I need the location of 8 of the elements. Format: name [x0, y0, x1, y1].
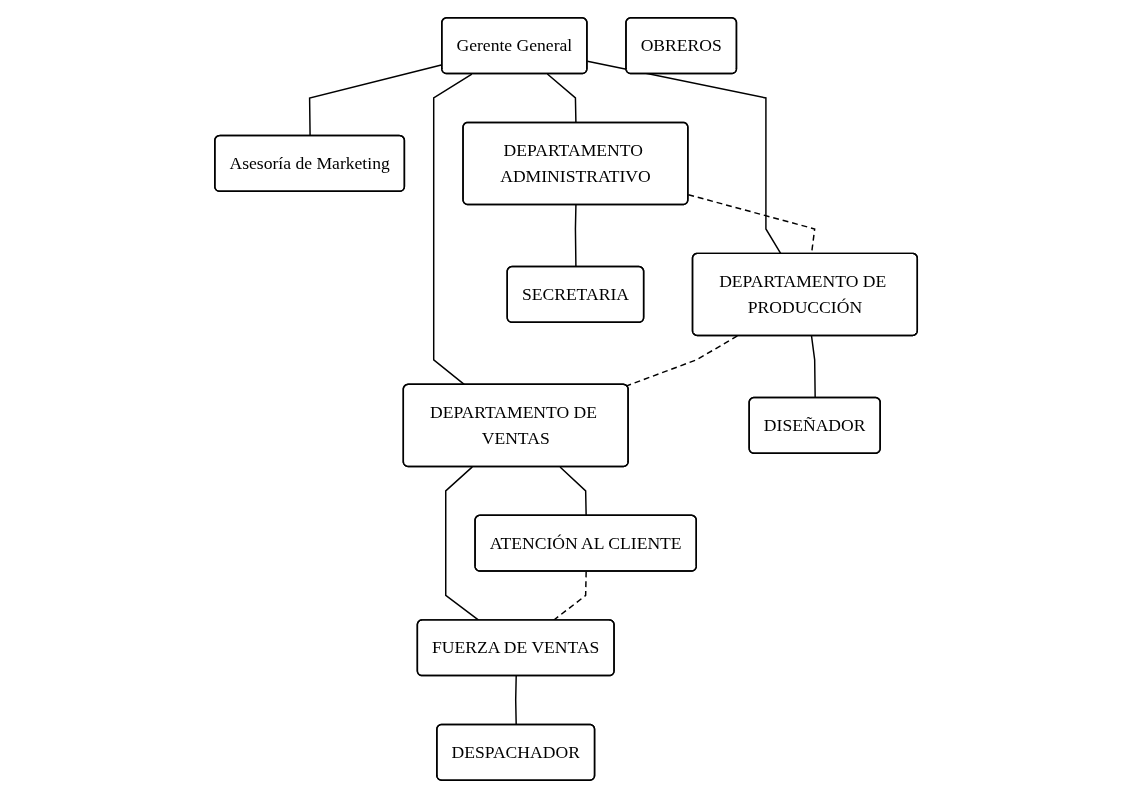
connector [514, 675, 517, 726]
connector [810, 335, 816, 399]
connector [559, 466, 587, 517]
connector [625, 335, 739, 387]
connector [574, 204, 577, 268]
connector [432, 73, 473, 386]
connector [546, 73, 577, 124]
connector [586, 60, 782, 255]
